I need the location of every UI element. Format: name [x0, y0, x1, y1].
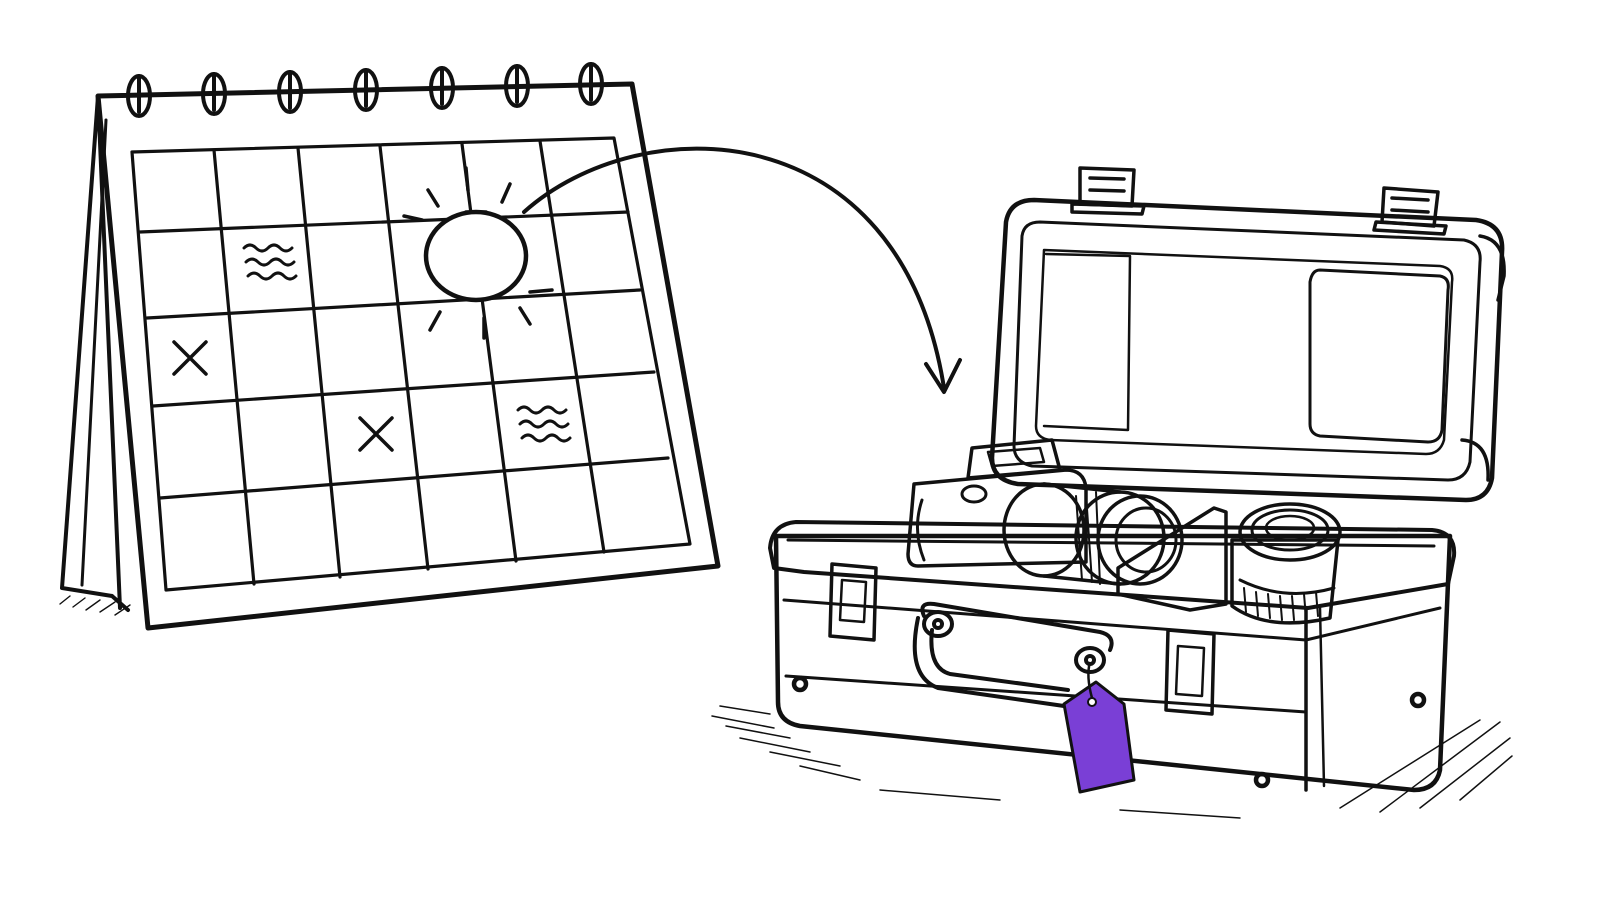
- ring-icon: [578, 62, 604, 106]
- ring-icon: [429, 66, 455, 110]
- latch-icon: [1164, 628, 1216, 716]
- case-base: [768, 520, 1457, 793]
- calendar-grid: [130, 136, 692, 592]
- latch-icon: [828, 562, 878, 642]
- desk-calendar: [59, 62, 721, 631]
- waves-icon: [242, 243, 298, 281]
- calendar-rings: [126, 62, 604, 118]
- latch-icon: [1372, 186, 1448, 236]
- equipment-case: [711, 166, 1513, 819]
- case-divider: [1116, 506, 1228, 612]
- ring-icon: [504, 64, 530, 108]
- latch-icon: [1070, 166, 1146, 216]
- ring-icon: [353, 68, 379, 112]
- camera-body-icon: [906, 438, 1088, 568]
- ring-icon: [277, 70, 303, 114]
- case-handle-icon: [912, 601, 1114, 708]
- sun-icon: [402, 166, 554, 340]
- luggage-tag-icon: [1062, 661, 1136, 794]
- camera-lens-icon: [1002, 482, 1184, 586]
- ring-icon: [126, 74, 152, 118]
- camera-lens-icon: [1230, 502, 1342, 625]
- ring-icon: [201, 72, 227, 116]
- cross-icon: [172, 340, 208, 376]
- case-lid: [989, 197, 1506, 503]
- cross-icon: [358, 416, 394, 452]
- arrow: [522, 146, 962, 394]
- calendar-shadow: [59, 595, 131, 616]
- waves-icon: [516, 405, 572, 443]
